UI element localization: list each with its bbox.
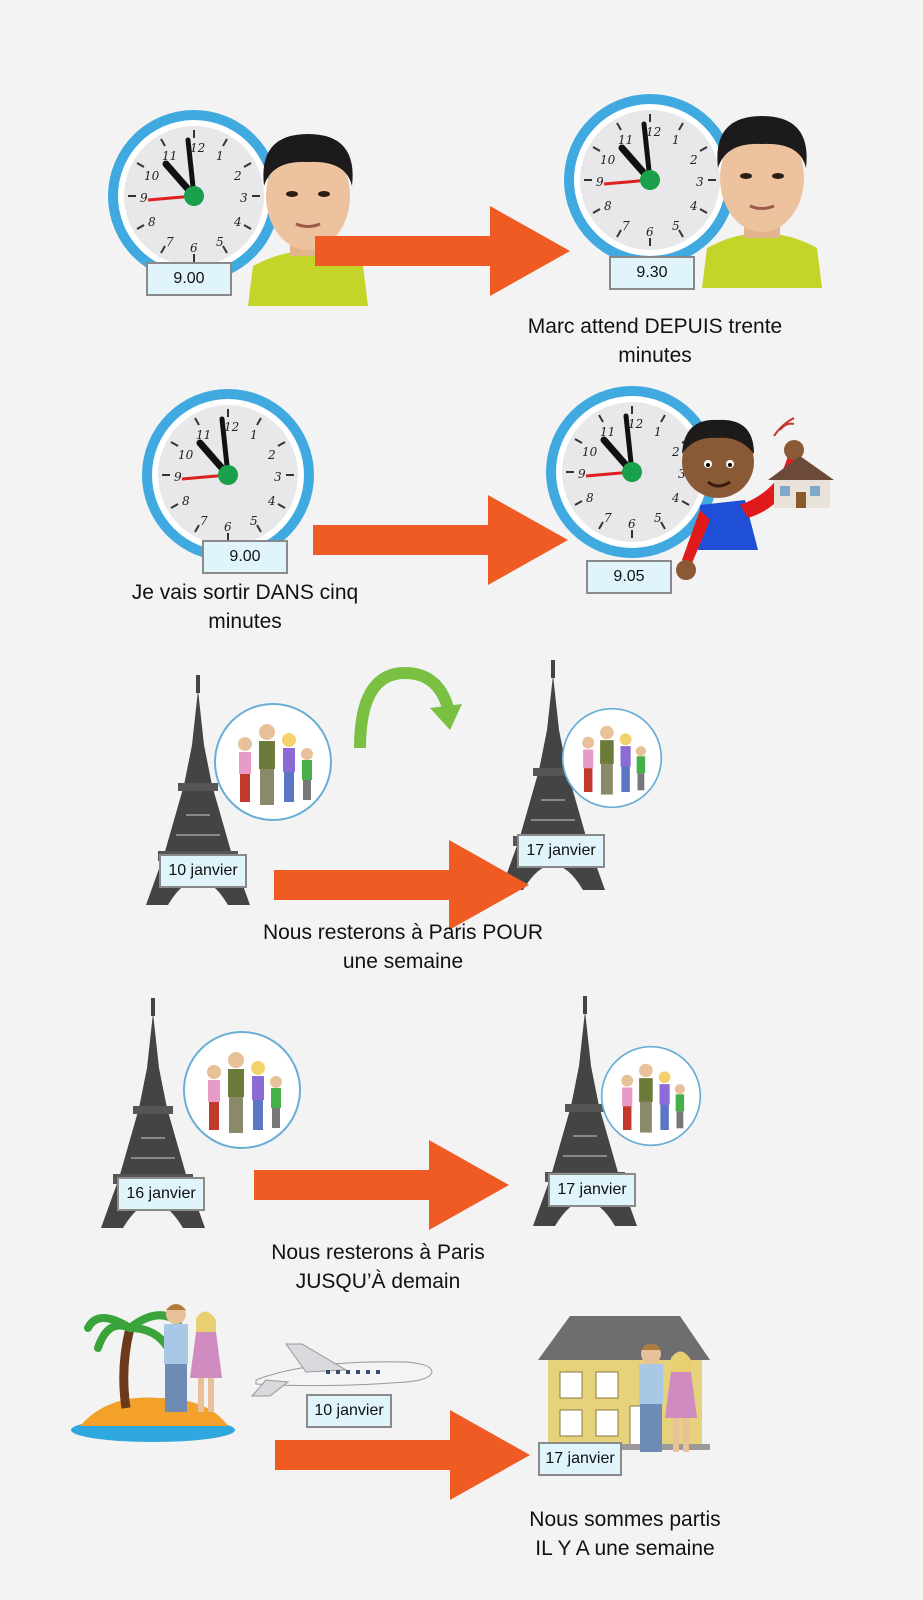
time-label-after: 9.05 [586, 560, 672, 594]
time-label-before: 9.00 [202, 540, 288, 574]
island-icon [71, 1311, 235, 1442]
family-icon [600, 1045, 702, 1147]
arrow-right-icon [254, 1140, 509, 1230]
couple-icon [639, 1344, 697, 1452]
caption-line-2: minutes [208, 610, 282, 633]
airplane-icon [250, 1343, 433, 1397]
time-label-before: 9.00 [146, 262, 232, 296]
man-face-icon [246, 132, 370, 308]
man-face-icon [700, 114, 824, 290]
date-label-after: 17 janvier [548, 1173, 636, 1207]
arrow-right-icon [274, 840, 529, 930]
caption-line-1: Marc attend DEPUIS trente [527, 315, 783, 338]
curved-arrow-icon [354, 666, 462, 749]
caption-jusqua: Nous resterons à Paris JUSQU’À demain [228, 1238, 528, 1296]
date-label-before: 16 janvier [117, 1177, 205, 1211]
caption-line-1: Nous resterons à Paris [271, 1241, 485, 1264]
date-label-flight: 10 janvier [306, 1394, 392, 1428]
clock-icon [632, 472, 633, 473]
eiffel-tower-icon [532, 995, 638, 1227]
caption-depuis: Marc attend DEPUIS trente minutes [490, 312, 820, 370]
caption-line-2: JUSQU’À demain [295, 1270, 461, 1293]
date-label-after: 17 janvier [517, 834, 605, 868]
arrow-right-icon [275, 1410, 530, 1500]
time-label-after: 9.30 [609, 256, 695, 290]
clock-icon [194, 196, 195, 197]
family-icon [214, 703, 332, 821]
caption-ilya: Nous sommes partis IL Y A une semaine [490, 1505, 760, 1563]
eiffel-tower-icon [145, 674, 251, 906]
caption-line-1: Nous sommes partis [529, 1508, 721, 1531]
eiffel-tower-icon [100, 997, 206, 1229]
family-icon [561, 707, 663, 809]
arrow-right-icon [313, 495, 568, 585]
caption-line-2: minutes [618, 344, 692, 367]
arrow-right-icon [315, 206, 570, 296]
caption-dans: Je vais sortir DANS cinq minutes [95, 578, 395, 636]
caption-pour: Nous resterons à Paris POUR une semaine [228, 918, 578, 976]
family-icon [183, 1031, 301, 1149]
couple-icon [164, 1304, 222, 1412]
caption-line-1: Je vais sortir DANS cinq [131, 581, 359, 604]
eiffel-tower-icon [500, 659, 606, 891]
clock-icon [650, 180, 651, 181]
caption-line-1: Nous resterons à Paris POUR [262, 921, 544, 944]
date-label-after: 17 janvier [538, 1442, 622, 1476]
clock-icon [228, 475, 229, 476]
house-icon [768, 456, 834, 508]
date-label-before: 10 janvier [159, 854, 247, 888]
caption-line-2: IL Y A une semaine [535, 1537, 715, 1560]
caption-line-2: une semaine [342, 950, 464, 973]
